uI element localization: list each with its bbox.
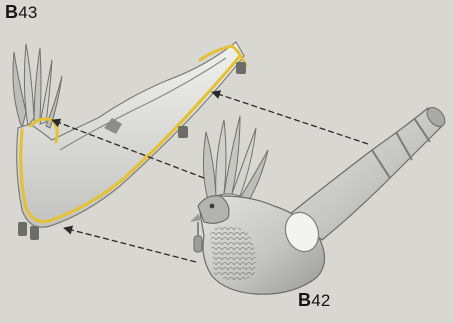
b43-crest <box>13 44 62 128</box>
part-letter: B <box>298 290 311 310</box>
b42-crest <box>203 116 268 202</box>
b43-peg <box>236 62 246 74</box>
part-label-b43: B43 <box>5 2 38 23</box>
b42-head <box>198 196 229 224</box>
arrow-body-to-base <box>64 228 196 262</box>
b42-tassel <box>194 236 202 252</box>
b43-peg <box>30 226 39 240</box>
b43-peg <box>18 222 27 236</box>
part-label-b42: B42 <box>298 290 331 311</box>
b43-peg <box>178 126 188 138</box>
part-letter: B <box>5 2 18 22</box>
part-number: 42 <box>311 291 330 310</box>
part-b42 <box>190 104 448 294</box>
part-number: 43 <box>18 3 37 22</box>
b42-eye <box>210 204 215 209</box>
b42-scale-texture <box>210 227 256 281</box>
